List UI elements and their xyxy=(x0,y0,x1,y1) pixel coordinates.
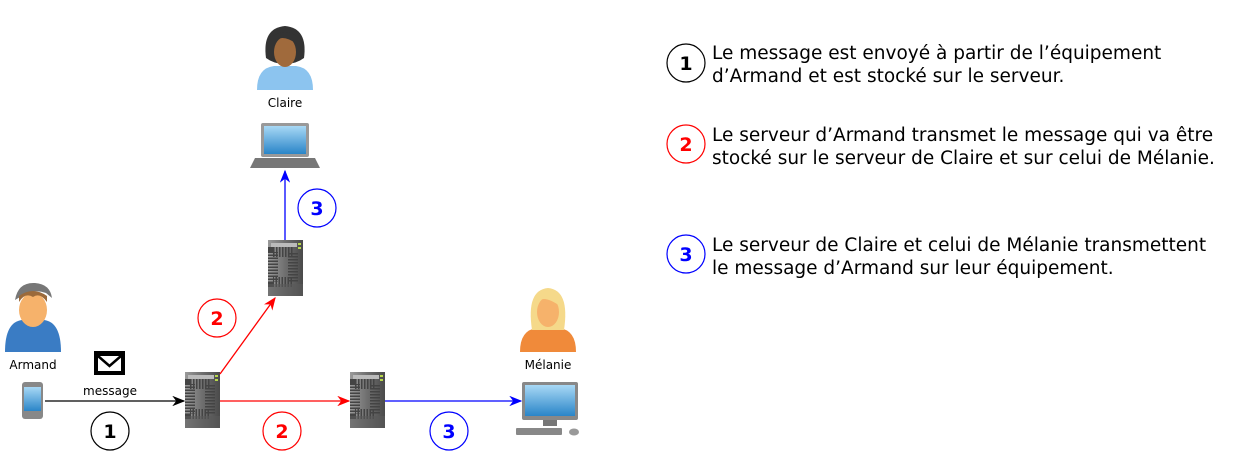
svg-text:3: 3 xyxy=(679,244,692,266)
claire-label: Claire xyxy=(268,96,302,110)
claire-avatar-icon xyxy=(257,26,313,90)
melanie-avatar-icon xyxy=(520,288,576,352)
svg-text:2: 2 xyxy=(275,421,288,443)
envelope-icon xyxy=(94,351,125,375)
svg-text:Le serveur de Claire et celui: Le serveur de Claire et celui de Mélanie… xyxy=(712,235,1206,256)
svg-text:Le serveur d’Armand transmet l: Le serveur d’Armand transmet le message … xyxy=(712,125,1213,146)
step-2-badge-right: 2 xyxy=(262,411,302,451)
armand-server-icon xyxy=(185,372,220,428)
melanie-label: Mélanie xyxy=(525,358,572,372)
svg-text:3: 3 xyxy=(310,198,323,220)
armand-avatar-icon xyxy=(5,282,61,352)
arrow-to-claire-server xyxy=(219,296,276,375)
message-label: message xyxy=(83,384,137,398)
laptop-icon xyxy=(250,123,320,168)
melanie-server-icon xyxy=(350,372,385,428)
legend-item-3: 3 Le serveur de Claire et celui de Mélan… xyxy=(666,234,1206,279)
claire-server-icon xyxy=(268,240,303,296)
step-2-badge-up: 2 xyxy=(197,298,237,338)
svg-text:3: 3 xyxy=(442,421,455,443)
step-3-badge-right: 3 xyxy=(429,411,469,451)
desktop-computer-icon xyxy=(516,382,579,436)
svg-text:1: 1 xyxy=(679,53,692,75)
svg-text:le message d’Armand sur leur é: le message d’Armand sur leur équipement. xyxy=(712,258,1114,279)
svg-text:stocké sur le serveur de Clair: stocké sur le serveur de Claire et sur c… xyxy=(712,148,1215,169)
smartphone-icon xyxy=(22,382,43,419)
svg-text:Le message est envoyé à partir: Le message est envoyé à partir de l’équi… xyxy=(712,43,1161,64)
armand-label: Armand xyxy=(9,358,56,372)
svg-text:2: 2 xyxy=(210,308,223,330)
legend-item-1: 1 Le message est envoyé à partir de l’éq… xyxy=(666,43,1161,87)
step-3-badge-up: 3 xyxy=(297,188,337,228)
svg-text:1: 1 xyxy=(103,421,116,443)
svg-text:2: 2 xyxy=(679,134,692,156)
svg-text:d’Armand et est stocké sur le: d’Armand et est stocké sur le serveur. xyxy=(712,66,1064,87)
legend-item-2: 2 Le serveur d’Armand transmet le messag… xyxy=(666,124,1215,169)
step-1-badge: 1 xyxy=(90,411,130,451)
